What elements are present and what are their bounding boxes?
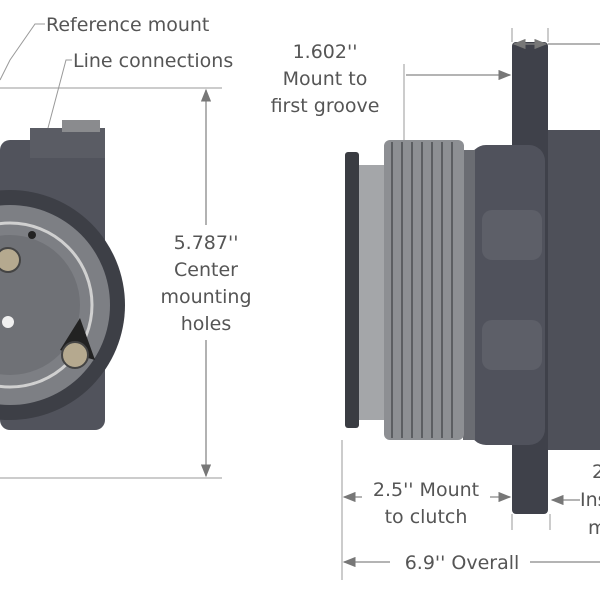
compressor-body-rear bbox=[545, 130, 600, 450]
first-groove-line2: first groove bbox=[271, 95, 380, 117]
bolt-head-icon bbox=[61, 341, 89, 369]
center-holes-line1: Center bbox=[174, 259, 238, 281]
line-connection-fitting bbox=[62, 120, 100, 132]
dimension-overall: 6.9'' Overall bbox=[342, 552, 600, 574]
bolt-head-icon bbox=[0, 247, 21, 273]
dimension-right-partial: 2 Ins m bbox=[549, 461, 600, 539]
front-view bbox=[0, 120, 125, 430]
right-partial-line2: Ins bbox=[580, 489, 600, 511]
center-holes-line2: mounting bbox=[160, 286, 251, 308]
clutch-line1: 2.5'' Mount bbox=[373, 479, 479, 501]
line-connections-label: Line connections bbox=[73, 50, 233, 72]
side-view bbox=[345, 42, 600, 514]
right-partial-line1: 2 bbox=[592, 461, 600, 483]
first-groove-line1: Mount to bbox=[283, 68, 368, 90]
dimension-clutch: 2.5'' Mount to clutch bbox=[341, 440, 513, 580]
right-partial-line3: m bbox=[588, 517, 600, 539]
reference-mount-label: Reference mount bbox=[46, 14, 209, 36]
clutch-ring bbox=[0, 221, 94, 389]
clutch-spacer bbox=[358, 165, 384, 420]
front-housing bbox=[470, 145, 545, 445]
line-connection-block bbox=[30, 128, 105, 158]
dimension-first-groove: 1.602'' Mount to first groove bbox=[271, 28, 600, 140]
pulley bbox=[384, 140, 464, 440]
overall-label: 6.9'' Overall bbox=[405, 552, 520, 574]
housing-boss bbox=[482, 320, 542, 370]
first-groove-value: 1.602'' bbox=[293, 41, 358, 63]
housing-boss bbox=[482, 210, 542, 260]
callout-reference-mount: Reference mount bbox=[0, 14, 209, 81]
clutch-plate bbox=[345, 152, 359, 428]
bearing-ring bbox=[463, 150, 475, 440]
clutch-line2: to clutch bbox=[385, 506, 468, 528]
clutch-hub bbox=[0, 235, 80, 375]
dimension-center-holes: 5.787'' Center mounting holes bbox=[0, 87, 252, 479]
center-holes-value: 5.787'' bbox=[174, 232, 239, 254]
center-bore-icon bbox=[2, 316, 14, 328]
pulley-grooves bbox=[391, 142, 453, 438]
hole-icon bbox=[28, 231, 36, 239]
callout-line-connections: Line connections bbox=[47, 50, 233, 129]
center-holes-line3: holes bbox=[181, 313, 232, 335]
